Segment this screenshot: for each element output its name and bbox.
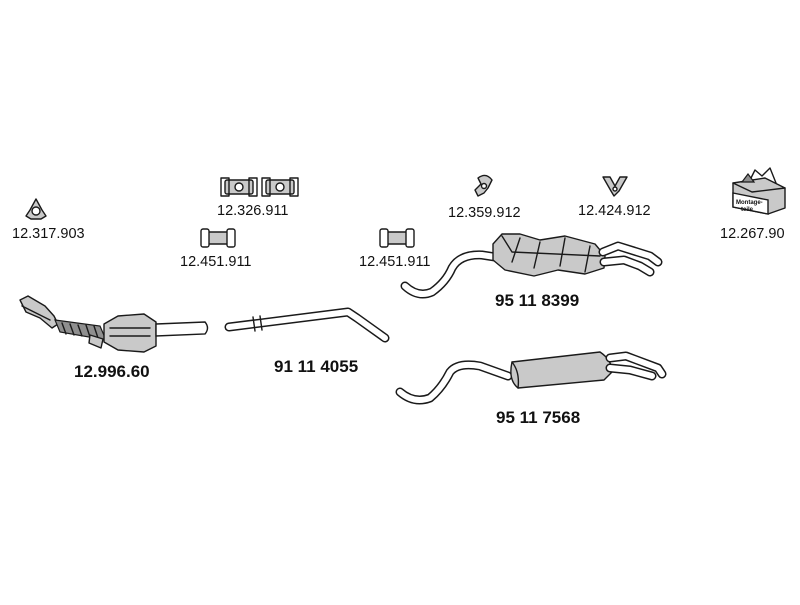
catalytic-converter-icon[interactable] [19,295,209,353]
part-number-rear-silencer-large: 95 11 8399 [495,291,580,310]
part-number-holder: 12.359.912 [448,205,521,221]
svg-text:Montage-: Montage- [736,200,763,206]
rubber-hanger-icon[interactable] [220,177,258,197]
part-number-rear-silencer-small: 95 11 7568 [496,408,581,427]
part-number-clamp-left: 12.451.911 [180,254,252,270]
middle-pipe-icon[interactable] [224,307,390,343]
gasket-icon[interactable] [25,198,47,220]
rubber-hanger-icon[interactable] [261,177,299,197]
pipe-clamp-icon[interactable] [379,228,415,248]
part-number-middle-pipe: 91 11 4055 [274,357,359,376]
svg-text:teile: teile [741,207,754,213]
holder-icon[interactable] [474,174,493,197]
part-number-catalytic-converter: 12.996.60 [74,362,150,381]
rear-silencer-icon[interactable] [400,233,663,299]
part-number-clamp-right: 12.451.911 [359,254,431,270]
mounting-kit-box-icon[interactable]: Montage- teile [732,167,786,215]
bracket-icon[interactable] [602,176,628,197]
part-number-gasket: 12.317.903 [12,226,85,242]
part-number-hangers: 12.326.911 [217,203,289,219]
rear-silencer-icon[interactable] [395,351,667,405]
part-number-mounting-kit: 12.267.90 [720,226,785,242]
part-number-bracket: 12.424.912 [578,203,651,219]
pipe-clamp-icon[interactable] [200,228,236,248]
